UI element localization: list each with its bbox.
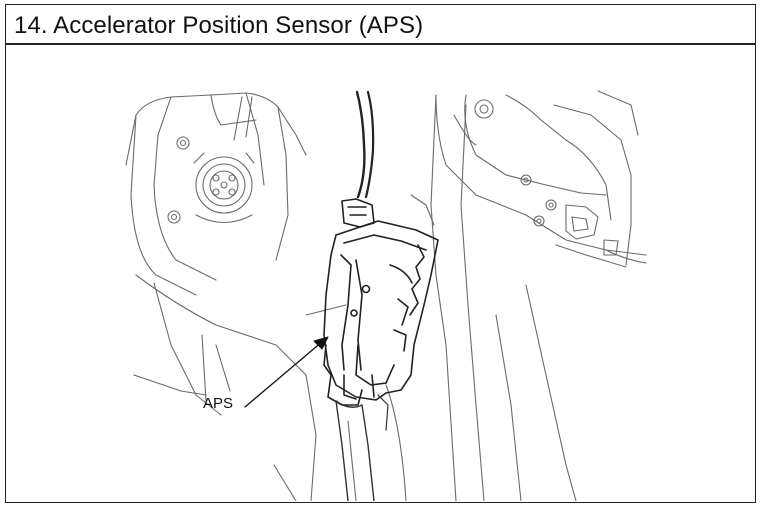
callout-leader — [244, 340, 324, 408]
pedal-arm — [335, 400, 349, 502]
figure-frame: 14. Accelerator Position Sensor (APS) — [5, 4, 756, 503]
left-dash-panel — [125, 92, 307, 166]
title-bar: 14. Accelerator Position Sensor (APS) — [6, 5, 755, 45]
aps-sensor — [323, 198, 439, 406]
callout-arrowhead — [313, 336, 329, 350]
page-title: 14. Accelerator Position Sensor (APS) — [14, 12, 424, 39]
right-body-outline — [435, 94, 647, 256]
aps-callout-label: APS — [203, 395, 234, 412]
wire-harness — [355, 90, 366, 199]
line-illustration — [6, 45, 755, 502]
socket-icon — [193, 152, 255, 224]
